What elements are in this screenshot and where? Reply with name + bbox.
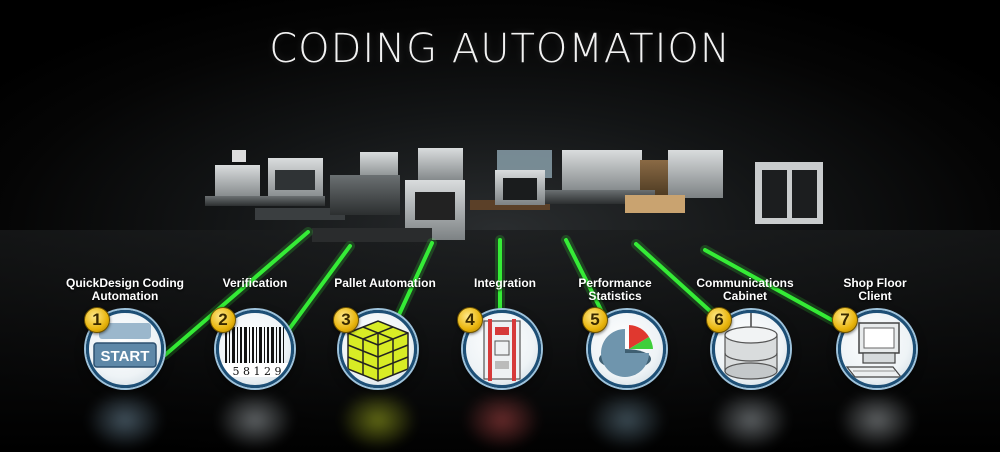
wrapper-window	[792, 170, 817, 218]
step-label-line1: Shop Floor	[843, 276, 907, 290]
disc-reflection	[339, 390, 417, 450]
step-label-line1: Pallet Automation	[334, 276, 436, 290]
labeler-window	[415, 192, 455, 220]
machine-window	[275, 170, 315, 190]
step-3-button[interactable]	[339, 310, 417, 388]
step-label-line2: Client	[858, 289, 892, 303]
disc-reflection	[216, 390, 294, 450]
wrapper-window	[762, 170, 787, 218]
step-number-badge: 7	[832, 307, 858, 333]
disc-reflection	[712, 390, 790, 450]
machine-unit	[330, 175, 400, 215]
step-number-badge: 4	[457, 307, 483, 333]
green-connector-lines	[163, 230, 852, 364]
step-label-line1: Verification	[222, 276, 288, 290]
disc-reflection	[86, 390, 164, 450]
integration-rack-icon	[483, 319, 521, 381]
step-label-line1: QuickDesign Coding	[65, 276, 184, 290]
step-label-line2: Statistics	[588, 289, 642, 303]
machine-unit	[418, 148, 463, 183]
pie-chart-icon	[599, 325, 653, 377]
step-label: Communications Cabinet	[690, 277, 800, 303]
machine-unit	[668, 150, 723, 198]
step-1-button[interactable]: START	[86, 310, 164, 388]
step-4-button[interactable]	[463, 310, 541, 388]
case-packer	[625, 195, 685, 213]
step-5-button[interactable]	[588, 310, 666, 388]
start-text: START	[101, 348, 150, 365]
barcode-digits: 5 8 1 2 9	[233, 365, 282, 378]
connector-glow	[160, 227, 855, 367]
step-number-badge: 1	[84, 307, 110, 333]
barcode-icon: 5 8 1 2 9	[219, 327, 291, 378]
conveyor	[255, 208, 345, 220]
step-label: Integration	[455, 277, 555, 290]
step-label: Performance Statistics	[560, 277, 670, 303]
step-label: Pallet Automation	[320, 277, 450, 290]
step-label-line1: Integration	[474, 276, 536, 290]
inspection-window	[503, 178, 537, 200]
machinery-group	[205, 148, 823, 242]
step-number-badge: 2	[210, 307, 236, 333]
connector-line	[163, 230, 310, 357]
step-number-badge: 6	[706, 307, 732, 333]
step-label-line2: Cabinet	[722, 289, 767, 303]
connector-line	[703, 248, 852, 332]
database-cabinet-icon	[724, 313, 778, 380]
connector-line	[564, 238, 607, 320]
step-label-line1: Performance	[578, 276, 652, 290]
disc-reflection	[588, 390, 666, 450]
machine-unit	[232, 150, 246, 162]
connector-line	[634, 242, 722, 322]
conveyor	[205, 196, 325, 206]
start-button-icon: START	[93, 323, 157, 368]
step-number-badge: 3	[333, 307, 359, 333]
conveyor	[312, 228, 432, 242]
pallet-boxes-icon	[347, 320, 409, 382]
step-label: Shop Floor Client	[820, 277, 930, 303]
computer-terminal-icon	[845, 322, 903, 378]
machine-unit	[562, 150, 642, 195]
disc-reflection	[463, 390, 541, 450]
step-label: Verification	[205, 277, 305, 290]
disc-reflection	[838, 390, 916, 450]
step-label: QuickDesign Coding Automation	[50, 277, 200, 303]
page-title: CODING AUTOMATION	[269, 26, 731, 72]
step-label-line2: Automation	[91, 289, 159, 303]
step-number-badge: 5	[582, 307, 608, 333]
machine-unit	[215, 165, 260, 200]
step-label-line1: Communications	[696, 276, 794, 290]
